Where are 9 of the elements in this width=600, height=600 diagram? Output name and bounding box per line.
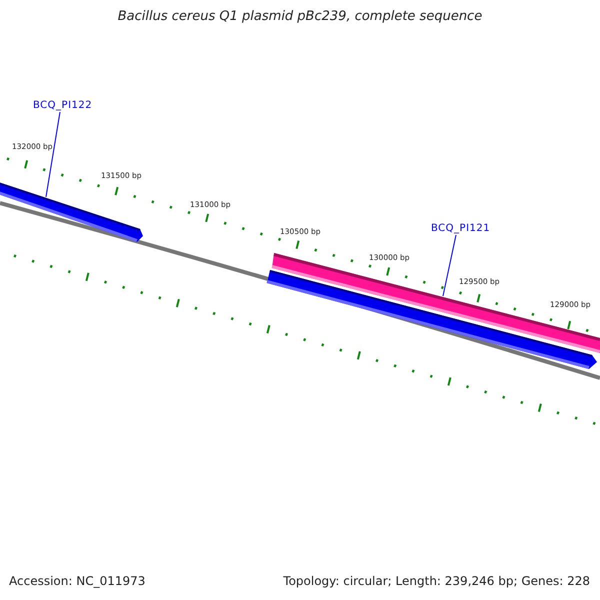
gene-arrow bbox=[266, 270, 597, 369]
gene-label: BCQ_PI122 bbox=[33, 100, 92, 111]
gene-arrow bbox=[0, 181, 143, 242]
accession-text: Accession: NC_011973 bbox=[9, 574, 146, 588]
leader-line bbox=[46, 112, 60, 198]
gene-label: BCQ_PI121 bbox=[431, 223, 490, 234]
title: Bacillus cereus Q1 plasmid pBc239, complete sequence bbox=[116, 9, 484, 24]
leader-line bbox=[442, 234, 456, 297]
summary-text: Topology: circular; Length: 239,246 bp; Genes: 228 bbox=[283, 574, 590, 588]
